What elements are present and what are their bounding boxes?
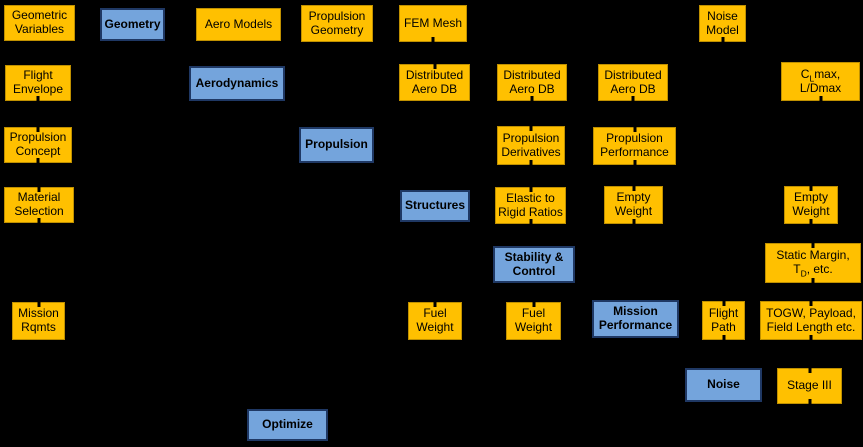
node-propulsion-concept-label: Propulsion Concept (9, 130, 67, 158)
node-propulsion-derivatives: Propulsion Derivatives (497, 126, 565, 165)
node-aero-models: Aero Models (196, 8, 281, 41)
node-empty-weight-output: Empty Weight (784, 186, 838, 224)
node-stage-iii-label: Stage III (787, 378, 832, 393)
node-aero-models-label: Aero Models (204, 16, 273, 31)
node-propulsion-geometry-label: Propulsion Geometry (308, 8, 366, 37)
node-fuel-weight-2-label: Fuel Weight (514, 306, 553, 334)
node-mission-rqmts: Mission Rqmts (12, 302, 65, 340)
node-distributed-aero-db-1-label: Distributed Aero DB (405, 67, 464, 96)
node-noise: Noise (685, 368, 762, 402)
node-noise-label: Noise (707, 377, 740, 392)
node-optimize-label: Optimize (262, 417, 313, 432)
node-flight-envelope-label: Flight Envelope (12, 68, 64, 96)
node-aerodynamics: Aerodynamics (189, 66, 285, 101)
node-structures: Structures (400, 190, 470, 222)
node-propulsion: Propulsion (299, 127, 374, 163)
node-fuel-weight-1-label: Fuel Weight (416, 306, 454, 334)
node-distributed-aero-db-1: Distributed Aero DB (399, 64, 470, 101)
node-mission-performance-label: Mission Performance (598, 304, 673, 332)
node-geometry-label: Geometry (104, 16, 161, 31)
node-fuel-weight-2: Fuel Weight (506, 302, 561, 340)
node-distributed-aero-db-3: Distributed Aero DB (598, 64, 668, 101)
node-geometry: Geometry (100, 8, 165, 41)
node-static-margin-label: Static Margin,TD, etc. (776, 248, 850, 279)
node-stability-and-control: Stability & Control (493, 246, 575, 283)
node-distributed-aero-db-2-label: Distributed Aero DB (503, 67, 561, 96)
node-elastic-to-rigid-ratios: Elastic to Rigid Ratios (495, 187, 566, 224)
node-propulsion-performance: Propulsion Performance (593, 127, 676, 165)
node-empty-weight-structures: Empty Weight (604, 186, 663, 224)
node-propulsion-derivatives-label: Propulsion Derivatives (501, 130, 561, 159)
node-stability-and-control-label: Stability & Control (504, 249, 564, 278)
node-clmax-ldmax-label: CLmax,L/Dmax (799, 66, 842, 95)
node-propulsion-geometry: Propulsion Geometry (301, 5, 373, 42)
node-distributed-aero-db-3-label: Distributed Aero DB (604, 67, 662, 96)
node-clmax-ldmax: CLmax,L/Dmax (781, 62, 860, 101)
node-mission-rqmts-label: Mission Rqmts (18, 306, 59, 334)
node-geometric-variables: Geometric Variables (4, 5, 75, 41)
node-distributed-aero-db-2: Distributed Aero DB (497, 64, 567, 101)
node-propulsion-label: Propulsion (305, 137, 368, 152)
node-flight-path-label: Flight Path (708, 305, 739, 334)
node-togw-payload-label: TOGW, Payload, Field Length etc. (766, 305, 856, 334)
node-propulsion-performance-label: Propulsion Performance (600, 131, 669, 159)
node-fuel-weight-1: Fuel Weight (408, 302, 462, 340)
node-static-margin: Static Margin,TD, etc. (765, 243, 861, 283)
node-flight-envelope: Flight Envelope (5, 65, 71, 101)
node-flight-path: Flight Path (702, 301, 745, 340)
node-stage-iii: Stage III (777, 368, 842, 404)
node-fem-mesh: FEM Mesh (399, 5, 467, 42)
node-material-selection: Material Selection (4, 187, 74, 223)
node-togw-payload: TOGW, Payload, Field Length etc. (760, 301, 862, 340)
node-geometric-variables-label: Geometric Variables (11, 8, 68, 36)
node-material-selection-label: Material Selection (14, 190, 64, 218)
node-empty-weight-structures-label: Empty Weight (614, 190, 653, 218)
node-propulsion-concept: Propulsion Concept (4, 127, 72, 163)
node-mission-performance: Mission Performance (592, 300, 679, 338)
node-elastic-to-rigid-ratios-label: Elastic to Rigid Ratios (498, 190, 563, 219)
node-empty-weight-output-label: Empty Weight (792, 190, 830, 218)
node-structures-label: Structures (404, 198, 466, 213)
node-aerodynamics-label: Aerodynamics (195, 75, 279, 90)
node-noise-model-label: Noise Model (706, 8, 739, 37)
node-fem-mesh-label: FEM Mesh (403, 15, 462, 30)
node-noise-model: Noise Model (699, 5, 746, 42)
node-optimize: Optimize (247, 409, 328, 441)
